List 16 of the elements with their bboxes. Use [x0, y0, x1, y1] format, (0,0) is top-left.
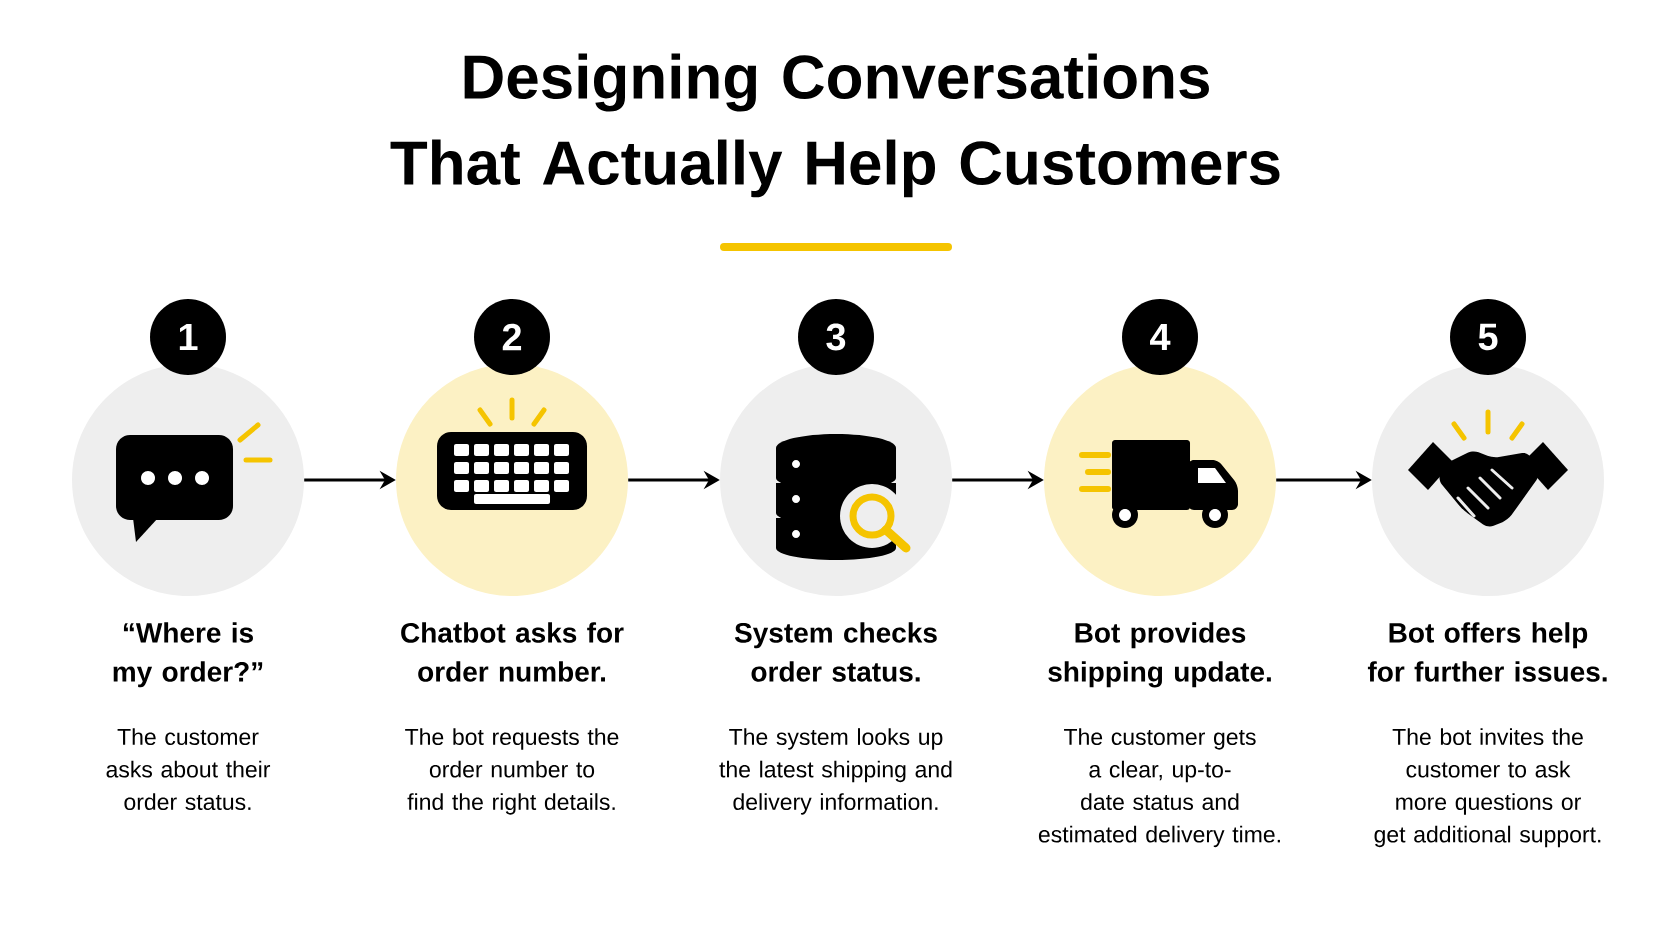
step-description: The system looks up the latest shipping and delivery information.	[719, 728, 952, 815]
step-heading: “Where is my order?”	[113, 622, 263, 688]
step-number-badge: 4	[1122, 299, 1198, 375]
step-number-badge: 2	[474, 299, 550, 375]
step-heading: Bot provides shipping update.	[1048, 622, 1271, 688]
step-number-badge: 1	[150, 299, 226, 375]
step-number-badge: 5	[1450, 299, 1526, 375]
title: Designing Conversations That Actually Help Customers	[390, 53, 1280, 198]
step-description: The customer asks about their order status.	[106, 728, 271, 811]
step-heading: Chatbot asks for order number.	[401, 622, 624, 682]
step-description: The customer gets a clear, up-to-date status and estimated delivery time.	[1038, 728, 1280, 848]
step-heading: Bot offers help for further issues.	[1367, 622, 1607, 682]
step-description: The bot requests the order number to find the right details.	[405, 728, 619, 815]
step-description: The bot invites the customer to ask more questions or get additional support.	[1374, 728, 1601, 848]
step-number-badge: 3	[798, 299, 874, 375]
step-heading: System checks order status.	[734, 622, 937, 682]
